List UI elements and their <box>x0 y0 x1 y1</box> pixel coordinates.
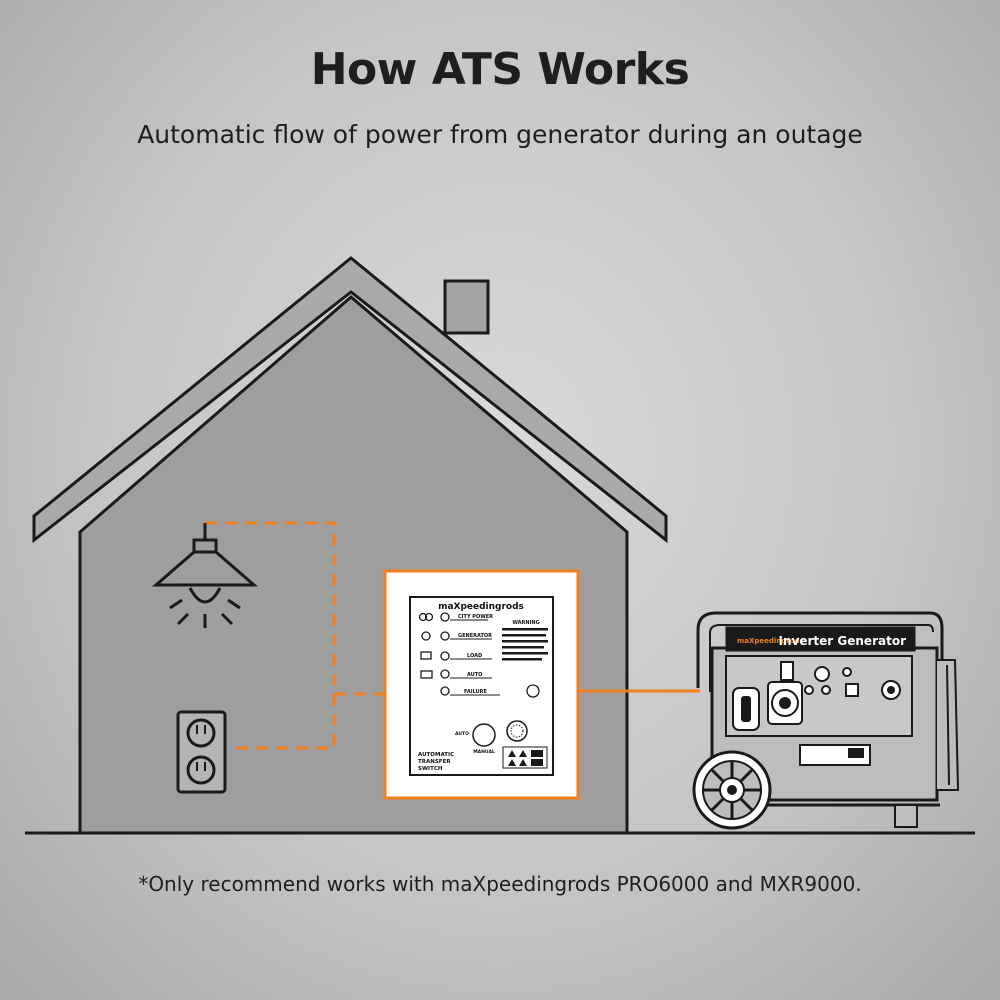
indicator-auto: AUTO <box>420 669 492 679</box>
knob-label-manual: MANUAL <box>473 749 495 755</box>
device-name-line: TRANSFER <box>418 759 451 765</box>
indicator-load: LOAD <box>420 651 492 661</box>
inverter-generator: maXpeedingrods Inverter Generator <box>692 611 960 830</box>
footnote: *Only recommend works with maXpeedingrod… <box>138 872 862 896</box>
chimney <box>443 279 490 335</box>
device-name-line: SWITCH <box>418 766 443 772</box>
outlet-icon <box>176 710 227 794</box>
indicator-failure: FAILURE <box>440 686 500 696</box>
indicator-label: CITY POWER <box>458 614 493 620</box>
device-name-line: AUTOMATIC <box>418 752 454 758</box>
warning-pictograms <box>502 746 548 769</box>
light-bulb-icon <box>151 523 259 628</box>
page-title: How ATS Works <box>310 44 690 95</box>
warning-label: WARNING <box>502 620 548 661</box>
indicator-label: FAILURE <box>464 689 487 695</box>
generator-model-label: Inverter Generator <box>779 634 907 648</box>
indicator-label: AUTO <box>467 672 482 678</box>
dial-knob <box>506 720 528 742</box>
indicator-label: GENERATOR <box>458 633 492 639</box>
knob-label-auto: AUTO <box>455 731 469 737</box>
switch-icon <box>780 661 794 681</box>
reset-button-icon <box>526 684 540 698</box>
mode-knob <box>472 723 496 747</box>
ats-panel: maXpeedingrods CITY POWER GENERATOR LOAD… <box>383 569 580 800</box>
indicator-city-power: CITY POWER <box>418 612 493 622</box>
page-subtitle: Automatic flow of power from generator d… <box>137 120 863 149</box>
svg-text:WARNING: WARNING <box>512 620 539 626</box>
ats-brand-logo: maXpeedingrods <box>438 602 524 612</box>
indicator-label: LOAD <box>467 653 482 659</box>
roof <box>32 256 668 544</box>
indicator-generator: GENERATOR <box>421 631 492 641</box>
power-flow-dashed <box>205 521 385 750</box>
generator-brand-logo: maXpeedingrods <box>737 637 804 645</box>
